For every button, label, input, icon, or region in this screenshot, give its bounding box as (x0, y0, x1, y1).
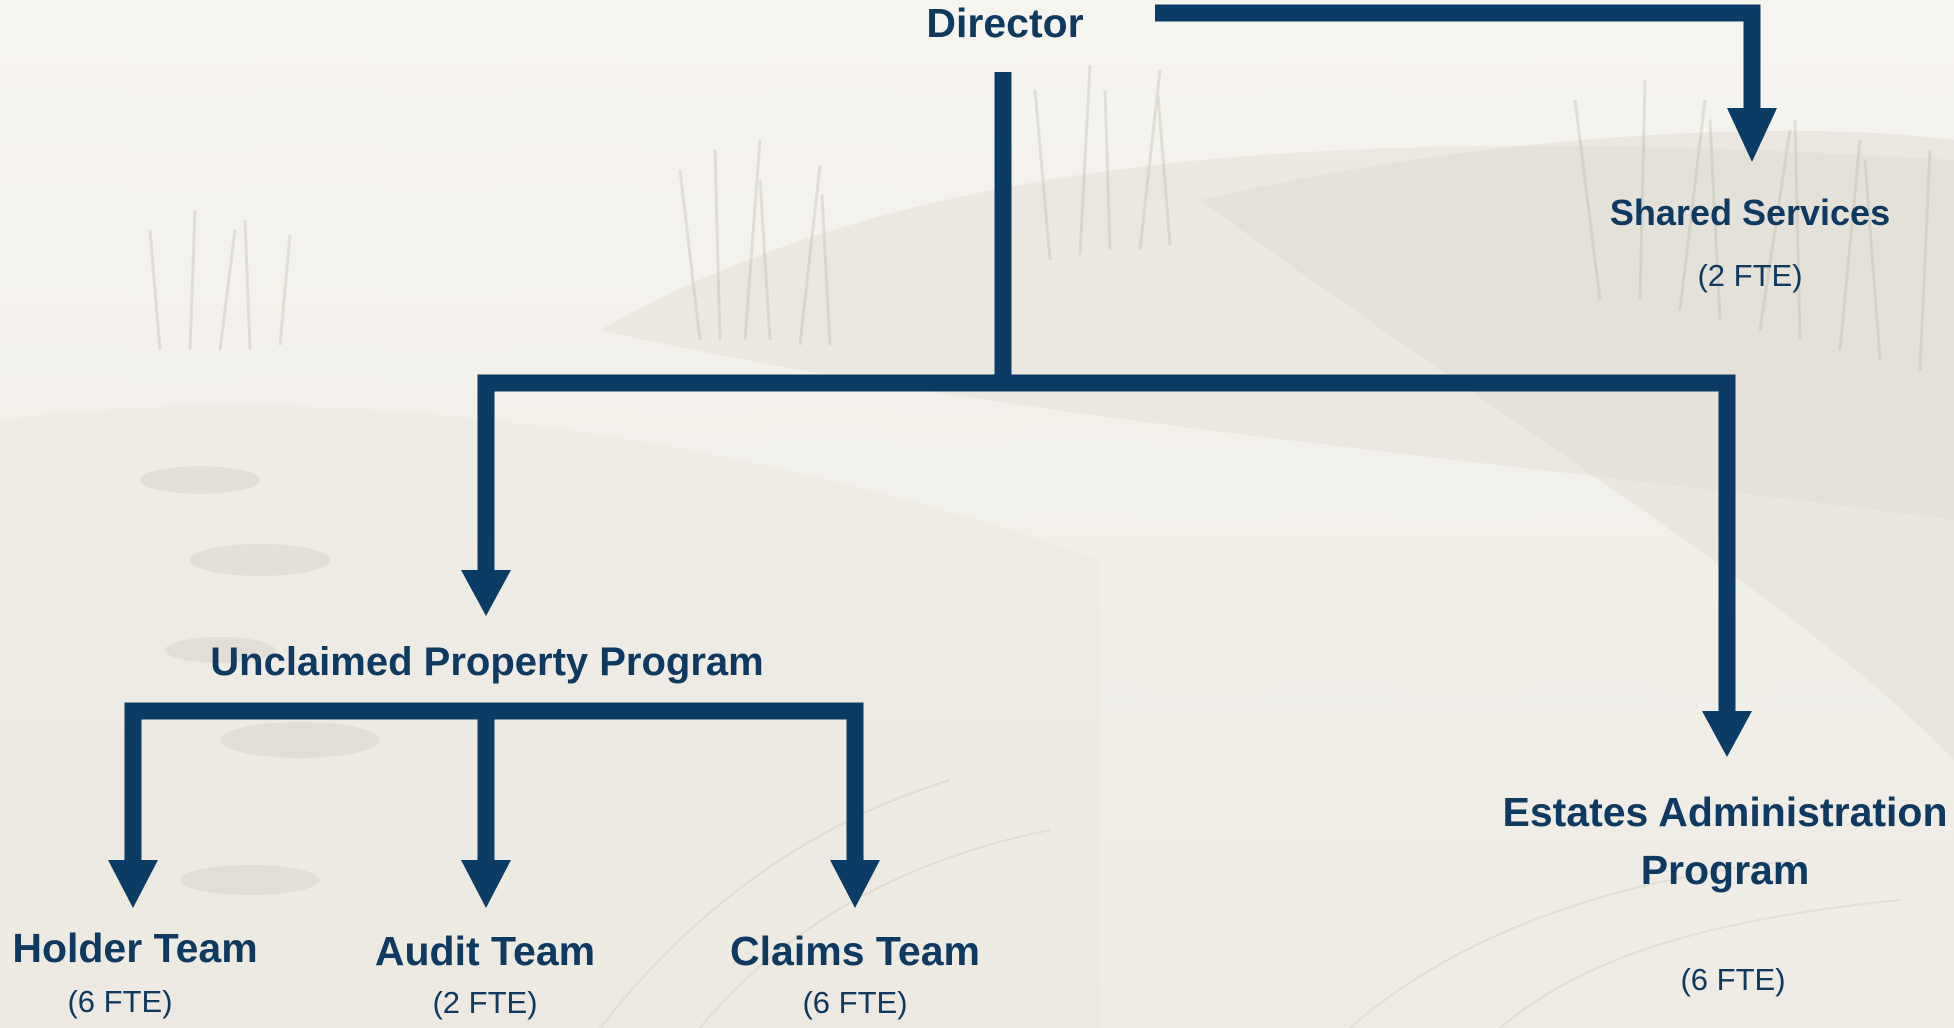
claims-team-fte: (6 FTE) (802, 985, 908, 1020)
director-to-shared-services-connector (1155, 4, 1761, 110)
claims-team-arrowhead (830, 860, 880, 908)
director-title: Director (926, 0, 1084, 46)
shared-services-title: Shared Services (1609, 192, 1891, 233)
shared-services-fte: (2 FTE) (1697, 258, 1803, 293)
claims-team-title: Claims Team (730, 928, 980, 974)
unclaimed-property-program-title: Unclaimed Property Program (210, 640, 764, 684)
estates-administration-program-fte: (6 FTE) (1680, 962, 1786, 997)
holder-team-title: Holder Team (12, 925, 258, 971)
audit-team-arrowhead (461, 860, 511, 908)
holder-team-fte: (6 FTE) (67, 984, 173, 1019)
audit-team-title: Audit Team (374, 928, 596, 974)
shared-services-arrowhead (1727, 108, 1777, 162)
estates-arrowhead (1702, 711, 1752, 757)
estates-administration-program-title-line2: Program (1640, 847, 1810, 893)
estates-administration-program-title: Estates Administration (1502, 789, 1948, 835)
holder-team-arrowhead (108, 860, 158, 908)
unclaimed-property-arrowhead (461, 570, 511, 616)
director-branch-connector (477, 374, 1736, 715)
audit-team-fte: (2 FTE) (432, 985, 538, 1020)
